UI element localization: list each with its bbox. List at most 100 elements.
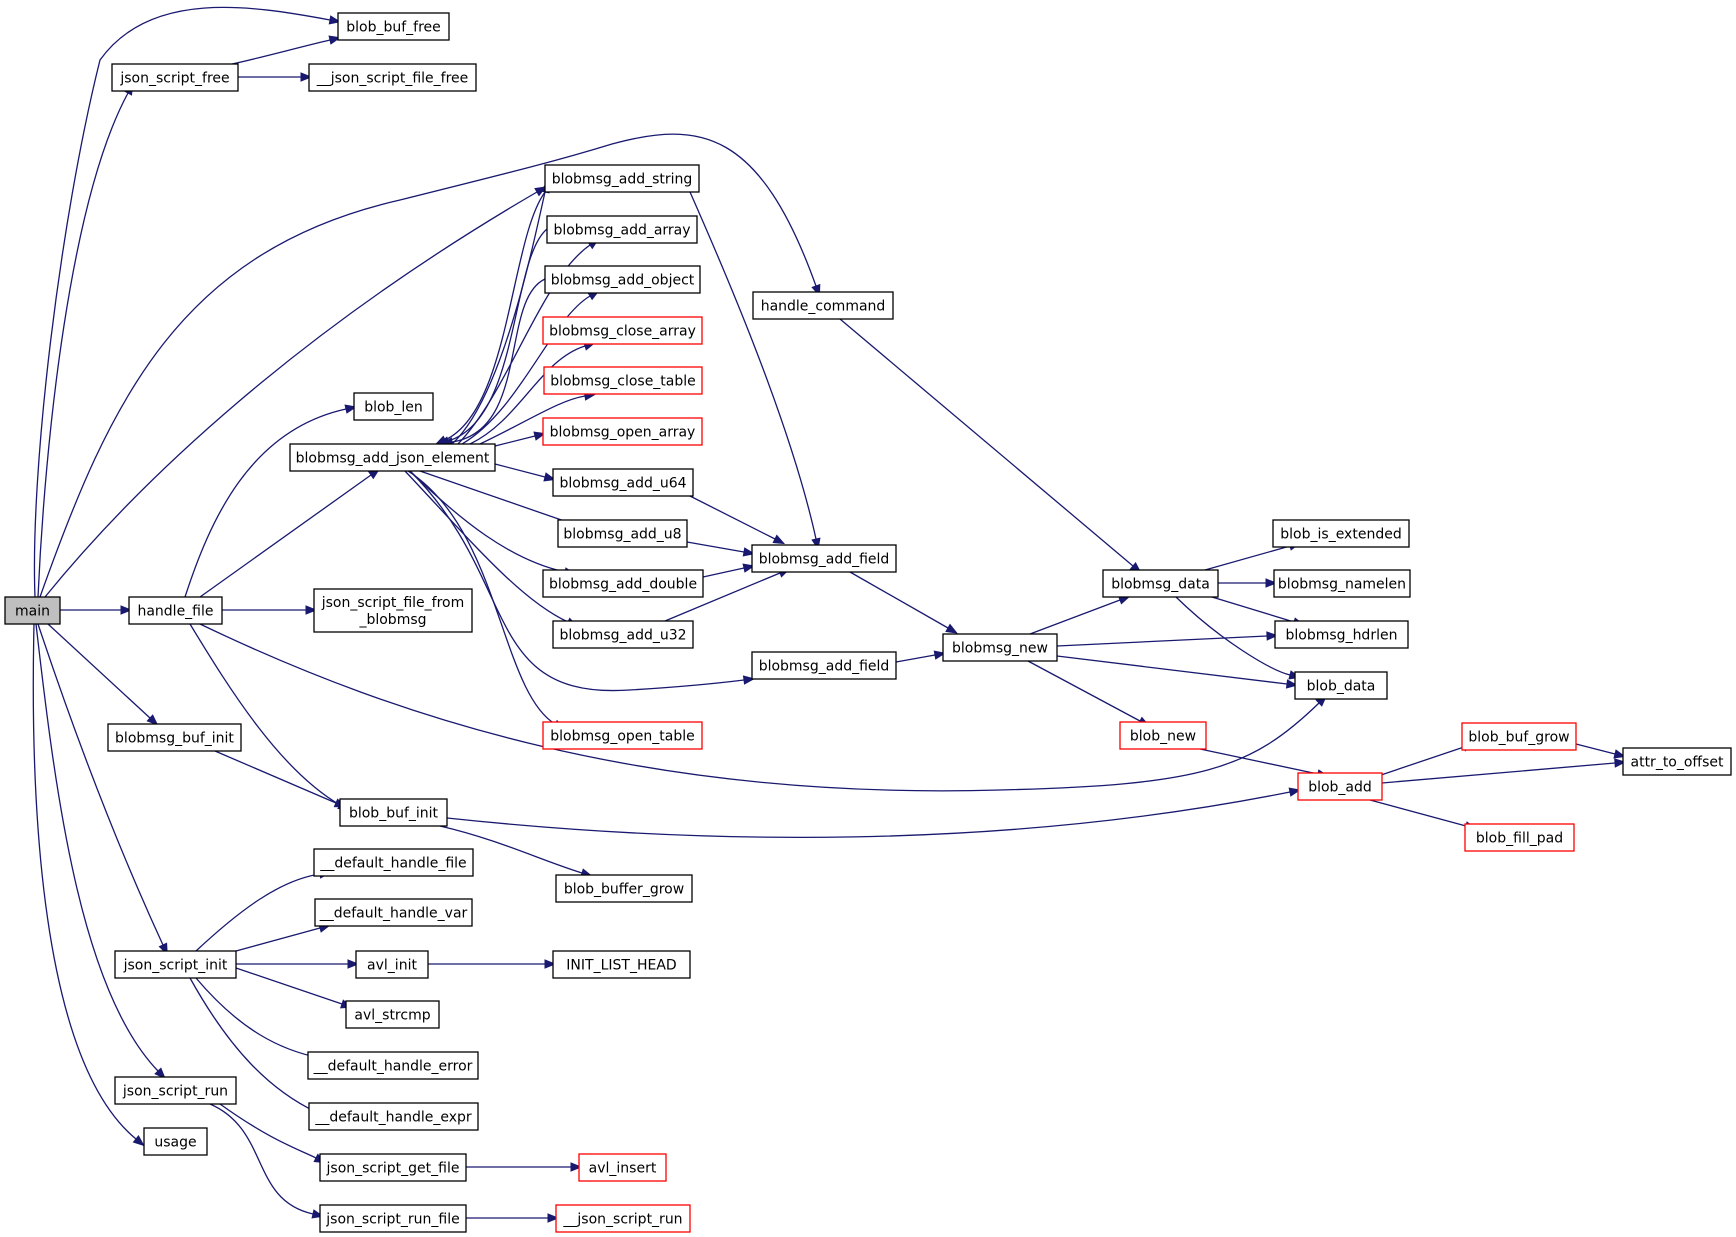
node-label: blob_buf_free	[346, 20, 441, 36]
node-label-line: main	[15, 604, 50, 620]
node-blob-buf-grow[interactable]: blob_buf_grow	[1461, 722, 1577, 751]
node-default-handle-expr[interactable]: __default_handle_expr	[308, 1102, 479, 1131]
node-blobmsg-add-string[interactable]: blobmsg_add_string	[544, 164, 700, 193]
node-blob-buffer-grow[interactable]: blob_buffer_grow	[555, 874, 693, 903]
node-blobmsg-open-table[interactable]: blobmsg_open_table	[542, 721, 703, 750]
node-blob-is-extended[interactable]: blob_is_extended	[1272, 519, 1410, 548]
edge-line	[184, 408, 347, 598]
node-usage[interactable]: usage	[143, 1127, 208, 1156]
node-blob-len[interactable]: blob_len	[353, 392, 434, 421]
arrowhead	[1614, 758, 1627, 768]
node-blobmsg-add-u8[interactable]: blobmsg_add_u8	[557, 519, 688, 548]
node-label-line: json_script_run	[122, 1084, 228, 1100]
edge-line	[702, 567, 745, 578]
node-blobmsg-add-object[interactable]: blobmsg_add_object	[544, 265, 701, 294]
node-json-script-free[interactable]: json_script_free	[111, 63, 239, 92]
edge-line	[461, 295, 591, 445]
node-blob-add[interactable]: blob_add	[1297, 772, 1383, 801]
node-blobmsg-open-array[interactable]: blobmsg_open_array	[542, 417, 703, 446]
node-avl-strcmp[interactable]: avl_strcmp	[345, 1000, 440, 1029]
node-label-line: blobmsg_open_table	[550, 729, 694, 745]
node-blobmsg-namelen[interactable]: blobmsg_namelen	[1273, 569, 1411, 598]
node-blob-new[interactable]: blob_new	[1119, 721, 1207, 750]
edge-blobmsg-add-json-element-to-blobmsg-open-array	[494, 431, 546, 447]
node-blob-fill-pad[interactable]: blob_fill_pad	[1464, 823, 1575, 852]
node-label: blobmsg_close_table	[550, 374, 696, 390]
node-init-list-head[interactable]: INIT_LIST_HEAD	[552, 950, 691, 979]
arrowhead	[742, 675, 756, 685]
node-default-handle-var[interactable]: __default_handle_var	[314, 898, 473, 927]
node-blobmsg-add-u64[interactable]: blobmsg_add_u64	[552, 468, 694, 497]
node-box	[308, 1102, 479, 1131]
arrowhead	[300, 72, 313, 82]
node-label: blobmsg_add_string	[552, 172, 693, 188]
edge-blob-add-to-blob-fill-pad	[1369, 799, 1477, 831]
node-blobmsg-add-double[interactable]: blobmsg_add_double	[542, 569, 704, 598]
node-label-line: handle_file	[137, 604, 213, 620]
node-default-handle-file[interactable]: __default_handle_file	[313, 848, 474, 877]
node-label: INIT_LIST_HEAD	[566, 958, 676, 974]
node-blobmsg-add-field-1[interactable]: blobmsg_add_field	[751, 544, 897, 573]
node-label-line: blob_buf_free	[346, 20, 441, 36]
node-blobmsg-close-table[interactable]: blobmsg_close_table	[543, 366, 703, 395]
node-handle-file[interactable]: handle_file	[128, 596, 223, 625]
edge-blobmsg-new-to-blobmsg-data	[1029, 595, 1131, 635]
node-label-line: blobmsg_namelen	[1278, 577, 1406, 593]
node-label-line: attr_to_offset	[1631, 755, 1724, 771]
edge-json-script-init-to-default-handle-file	[195, 869, 332, 952]
node-blob-data[interactable]: blob_data	[1294, 671, 1388, 700]
node-label-line: json_script_free	[119, 71, 229, 87]
node-blobmsg-close-array[interactable]: blobmsg_close_array	[542, 316, 703, 345]
node-blobmsg-new[interactable]: blobmsg_new	[942, 633, 1058, 662]
node-blobmsg-add-array[interactable]: blobmsg_add_array	[546, 215, 698, 244]
node-blobmsg-data[interactable]: blobmsg_data	[1102, 569, 1219, 598]
node-json-script-file-free-u[interactable]: __json_script_file_free	[308, 63, 477, 92]
edge-blobmsg-add-field-1-to-blobmsg-new	[849, 571, 958, 634]
node-json-script-file-from-blobmsg[interactable]: json_script_file_from_blobmsg	[313, 588, 473, 633]
edge-line	[1211, 596, 1295, 623]
node-blobmsg-add-u32[interactable]: blobmsg_add_u32	[552, 620, 694, 649]
node-blobmsg-add-json-element[interactable]: blobmsg_add_json_element	[289, 443, 496, 472]
edge-handle-file-to-blobmsg-add-json-element	[199, 468, 381, 598]
node-label-line: usage	[154, 1135, 196, 1151]
node-label-line: blobmsg_add_json_element	[296, 451, 490, 467]
edge-line	[1027, 660, 1141, 722]
node-main[interactable]: main	[4, 596, 61, 625]
node-json-script-get-file[interactable]: json_script_get_file	[319, 1153, 467, 1182]
node-avl-insert[interactable]: avl_insert	[578, 1153, 667, 1182]
node-box	[552, 468, 694, 497]
node-label-line: blob_is_extended	[1280, 527, 1401, 543]
node-blobmsg-buf-init[interactable]: blobmsg_buf_init	[107, 723, 242, 752]
node-label: blobmsg_add_field	[759, 659, 890, 675]
node-label-line: __json_script_run	[562, 1212, 682, 1228]
node-label-line: INIT_LIST_HEAD	[566, 958, 676, 974]
node-label-line: blobmsg_add_field	[759, 552, 890, 568]
node-label-line: __default_handle_file	[319, 856, 466, 872]
node-handle-command[interactable]: handle_command	[752, 291, 894, 320]
node-blobmsg-hdrlen[interactable]: blobmsg_hdrlen	[1274, 620, 1409, 649]
arrowhead	[1285, 679, 1299, 689]
edge-blobmsg-buf-init-to-blob-buf-init	[214, 750, 347, 808]
node-label: blobmsg_buf_init	[115, 731, 234, 747]
node-blobmsg-add-field-2[interactable]: blobmsg_add_field	[751, 651, 897, 680]
node-box	[1294, 671, 1388, 700]
node-box	[314, 898, 473, 927]
arrowhead	[1288, 787, 1302, 797]
node-blob-buf-free[interactable]: blob_buf_free	[337, 12, 450, 41]
node-label: blobmsg_namelen	[1278, 577, 1406, 593]
node-blob-buf-init[interactable]: blob_buf_init	[339, 798, 448, 827]
node-avl-init[interactable]: avl_init	[355, 950, 429, 979]
node-label-line: __json_script_file_free	[316, 71, 469, 87]
edge-handle-command-to-blobmsg-data	[839, 318, 1142, 574]
node-label: json_script_run_file	[325, 1212, 459, 1228]
node-label: blobmsg_add_u32	[559, 628, 686, 644]
node-default-handle-error[interactable]: __default_handle_error	[307, 1051, 479, 1080]
node-json-script-init[interactable]: json_script_init	[114, 950, 237, 979]
node-json-script-run-u[interactable]: __json_script_run	[555, 1204, 691, 1233]
arrowhead	[945, 623, 958, 634]
node-attr-to-offset[interactable]: attr_to_offset	[1622, 747, 1732, 776]
node-json-script-run[interactable]: json_script_run	[114, 1076, 237, 1105]
node-json-script-run-file[interactable]: json_script_run_file	[319, 1204, 467, 1233]
edge-blobmsg-add-u8-to-blobmsg-add-field-1	[686, 541, 756, 557]
node-box	[557, 519, 688, 548]
